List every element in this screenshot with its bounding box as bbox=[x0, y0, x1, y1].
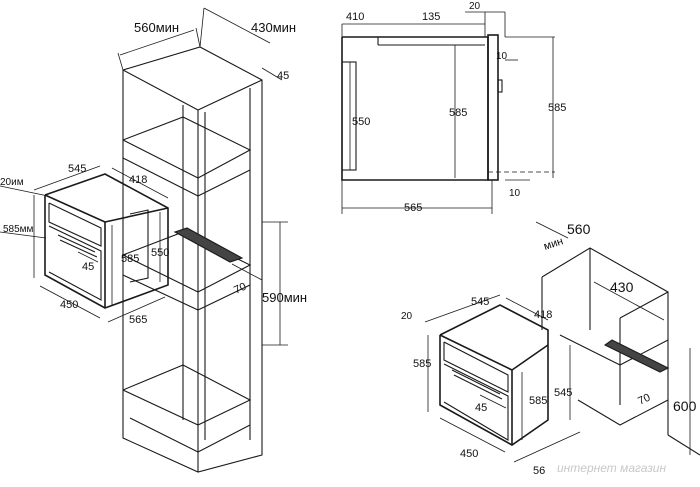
dim-oven-right-top: 20 bbox=[401, 311, 413, 322]
dim-side-top-b: 135 bbox=[422, 11, 440, 23]
dim-counter-vent: 70 bbox=[636, 392, 652, 408]
side-view: 410 135 20 10 550 585 585 10 565 bbox=[341, 1, 566, 214]
dim-oven-right-bottom-depth: 56 bbox=[533, 465, 545, 477]
dim-counter-width-prefix: мин bbox=[542, 235, 565, 253]
dim-oven-left-body: 550 bbox=[151, 247, 169, 259]
dim-oven-right-height: 585 bbox=[413, 358, 431, 370]
oven-left: 20им 545 418 585мм 585 550 45 450 565 bbox=[0, 163, 169, 326]
dim-counter-width: 560 bbox=[567, 221, 591, 237]
dim-oven-left-front: 585 bbox=[121, 253, 139, 265]
counter-cabinet: мин 560 430 600 70 bbox=[535, 221, 700, 456]
dim-oven-right-width: 545 bbox=[471, 296, 489, 308]
dim-side-total-depth: 565 bbox=[404, 202, 422, 214]
dim-oven-right-body: 545 bbox=[554, 387, 572, 399]
dim-counter-height: 600 bbox=[673, 398, 697, 414]
dim-oven-left-bottom-depth: 565 bbox=[129, 314, 147, 326]
dim-cabinet-width: 560мин bbox=[134, 20, 179, 35]
dim-oven-left-depth: 418 bbox=[129, 174, 147, 186]
oven-right: 20 545 418 585 585 545 45 450 56 bbox=[401, 294, 581, 477]
dim-oven-right-handle: 45 bbox=[475, 402, 487, 414]
dim-oven-right-bottom-width: 450 bbox=[460, 448, 478, 460]
dim-side-top-c: 20 bbox=[469, 1, 481, 12]
dim-oven-left-top: 20им bbox=[0, 177, 24, 188]
dim-oven-left-handle: 45 bbox=[82, 261, 94, 273]
dim-oven-right-depth: 418 bbox=[534, 309, 552, 321]
dim-oven-right-front: 585 bbox=[529, 395, 547, 407]
dim-side-top-a: 410 bbox=[346, 11, 364, 23]
dim-oven-left-height: 585мм bbox=[3, 224, 34, 235]
dim-side-right-height: 585 bbox=[548, 102, 566, 114]
dim-cabinet-depth: 430мин bbox=[251, 20, 296, 35]
dim-side-lower-gap: 10 bbox=[509, 188, 521, 199]
dim-side-upper-gap: 10 bbox=[496, 51, 508, 62]
dim-niche-height: 590мин bbox=[262, 290, 307, 305]
dim-side-mid-height: 585 bbox=[449, 107, 467, 119]
dim-oven-left-bottom-width: 450 bbox=[60, 299, 78, 311]
dim-side-inner-height: 550 bbox=[352, 116, 370, 128]
tall-cabinet: 560мин 430мин 45 590мин 70 bbox=[117, 7, 307, 473]
dim-oven-left-width: 545 bbox=[68, 163, 86, 175]
watermark: интернет магазин bbox=[557, 461, 666, 475]
dim-cabinet-vent: 70 bbox=[232, 281, 248, 297]
dim-cabinet-back-gap: 45 bbox=[277, 70, 289, 82]
dim-counter-depth: 430 bbox=[610, 279, 634, 295]
